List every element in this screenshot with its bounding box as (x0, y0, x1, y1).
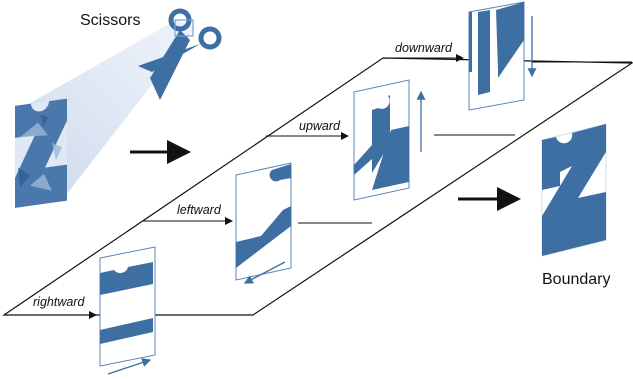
scissors-label: Scissors (80, 12, 140, 29)
step-frame-upward (353, 79, 426, 201)
boundary-shape (541, 123, 607, 257)
step-label-rightward: rightward (33, 295, 85, 309)
step-frame-leftward (235, 162, 292, 284)
step-label-upward: upward (299, 119, 341, 133)
scissors-icon (138, 8, 222, 100)
step-label-leftward: leftward (177, 203, 222, 217)
step-frame-rightward (99, 246, 156, 375)
step-label-downward: downward (395, 41, 453, 55)
boundary-label: Boundary (542, 271, 611, 288)
step-frame-downward (468, 1, 537, 111)
input-shape (15, 98, 67, 208)
